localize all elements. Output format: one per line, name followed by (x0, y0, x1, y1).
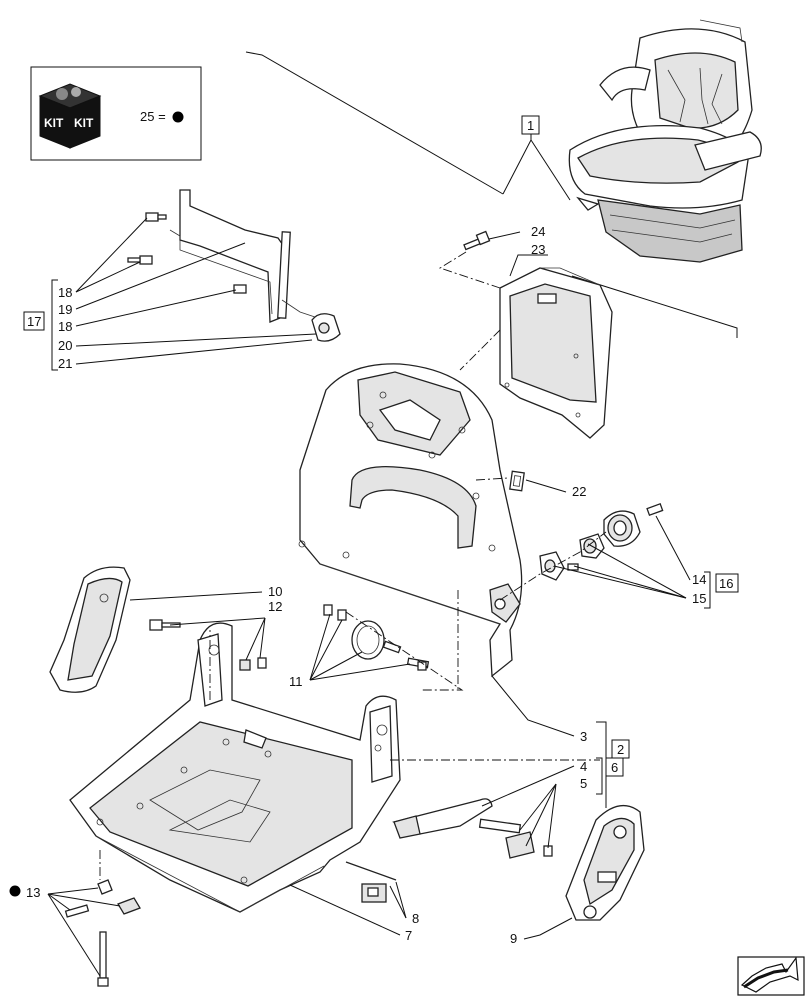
bolt-19 (127, 255, 153, 265)
screw-24 (463, 230, 491, 251)
hinge-parts-11 (323, 604, 430, 671)
back-cover-23 (499, 267, 613, 439)
callout-10: 10 (268, 584, 282, 599)
kit-box-icon: KIT KIT (38, 83, 102, 149)
callout-9: 9 (510, 931, 517, 946)
bolt-18b (233, 284, 247, 294)
callout-box-16 (715, 573, 739, 593)
kit-label-left: KIT (44, 116, 64, 130)
callout-box-2 (611, 739, 630, 759)
callout-24: 24 (531, 224, 545, 239)
kit-label-right: KIT (74, 116, 94, 130)
fastener-set-13 (64, 879, 141, 987)
callout-23: 23 (531, 242, 545, 257)
knob-assembly (539, 503, 664, 581)
seat-pan-frame-7 (69, 622, 401, 913)
callout-22: 22 (572, 484, 586, 499)
callout-12: 12 (268, 599, 282, 614)
clip-22 (509, 470, 525, 492)
callout-7: 7 (405, 928, 412, 943)
pin-5 (478, 818, 553, 859)
kit-marker-13 (9, 885, 21, 897)
callout-15: 15 (692, 591, 706, 606)
kit-legend-text: 25 = (140, 109, 166, 124)
kit-legend: KIT KIT 25 = (30, 66, 202, 161)
callout-11: 11 (289, 674, 303, 689)
callout-13: 13 (26, 885, 40, 900)
bolt-18a (145, 212, 167, 222)
callout-6: 6 (611, 760, 618, 775)
callout-16: 16 (719, 576, 733, 591)
callout-14: 14 (692, 572, 706, 587)
callout-5: 5 (580, 776, 587, 791)
clip-8 (345, 861, 397, 903)
callout-8: 8 (412, 911, 419, 926)
lever-4 (392, 798, 493, 839)
callout-1: 1 (527, 118, 534, 133)
next-page-arrow-icon[interactable] (737, 956, 805, 996)
hinge-bracket-assembly (169, 189, 341, 342)
side-cover-10 (49, 566, 131, 693)
kit-marker-dot (172, 111, 184, 123)
callout-17: 17 (27, 314, 41, 329)
seat-reference-line-2 (571, 275, 738, 338)
seat-reference-line (245, 51, 504, 195)
callout-18a: 18 (58, 285, 72, 300)
callout-box-17 (23, 311, 45, 331)
callout-18b: 18 (58, 319, 72, 334)
backrest-frame-3 (298, 363, 523, 678)
callout-3: 3 (580, 729, 587, 744)
callout-21: 21 (58, 356, 72, 371)
callout-4: 4 (580, 759, 587, 774)
callout-20: 20 (58, 338, 72, 353)
complete-seat-illustration (568, 19, 762, 263)
callout-19: 19 (58, 302, 72, 317)
callout-2: 2 (617, 742, 624, 757)
side-cover-9 (565, 804, 645, 921)
